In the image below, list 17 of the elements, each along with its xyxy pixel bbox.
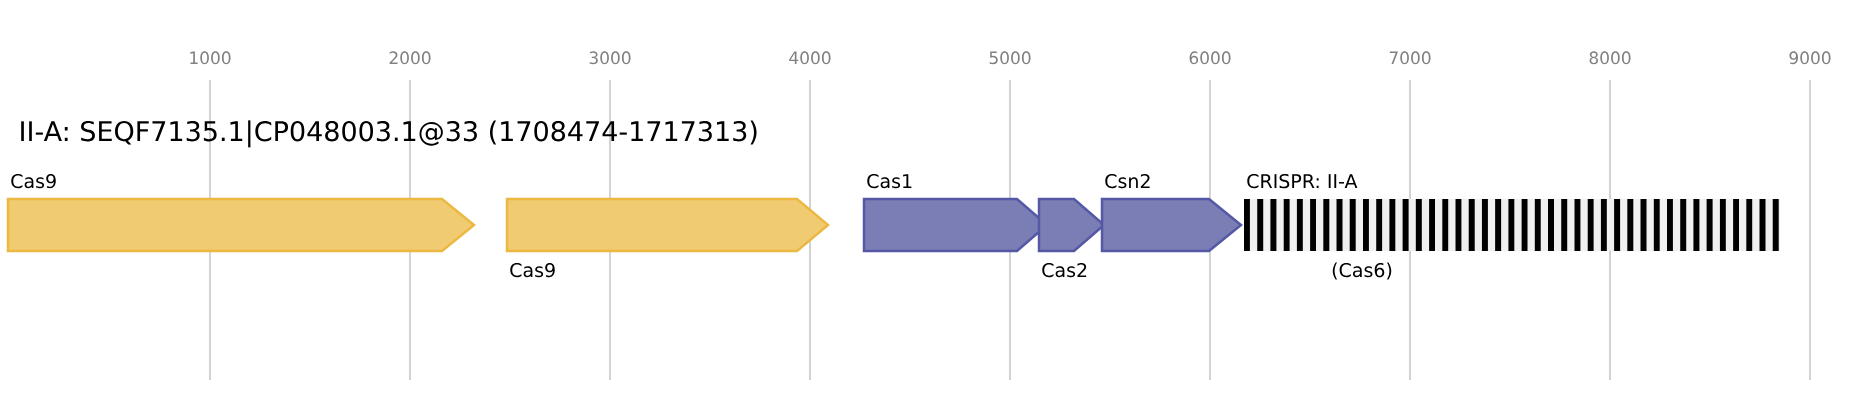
tick-label: 2000 <box>389 51 431 65</box>
gene-label: (Cas6) <box>1332 262 1392 280</box>
tick-label: 9000 <box>1789 51 1831 65</box>
title: II-A: SEQF7135.1|CP048003.1@33 (1708474-1717313) <box>21 120 757 148</box>
tick-label: 5000 <box>989 51 1031 65</box>
gene-label: Cas1 <box>867 173 912 189</box>
tick-label: 7000 <box>1389 51 1431 65</box>
tick-label: 6000 <box>1189 51 1231 65</box>
gene-label: Csn2 <box>1105 173 1150 189</box>
gene-label: Cas9 <box>11 173 56 189</box>
tick-label: 1000 <box>190 51 231 65</box>
tick-label: 8000 <box>1589 51 1631 65</box>
gene-label: Cas2 <box>1042 262 1087 278</box>
gene-label: CRISPR: II-A <box>1247 173 1358 189</box>
tick-label: 4000 <box>789 51 831 65</box>
tick-label: 3000 <box>589 51 631 65</box>
gene-label: Cas9 <box>510 262 555 278</box>
